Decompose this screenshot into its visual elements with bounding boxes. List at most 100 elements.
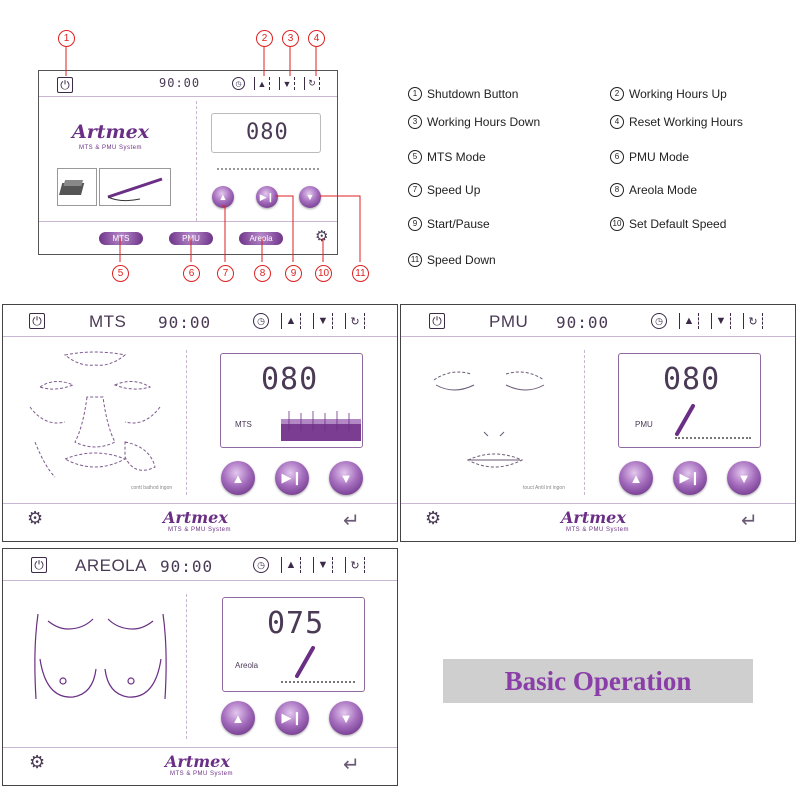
basic-operation-banner: Basic Operation: [443, 659, 753, 703]
power-icon[interactable]: ⏻: [31, 557, 47, 573]
callout-6: 6: [183, 265, 200, 282]
pmu-dots: [675, 437, 751, 439]
callout-2: 2: [256, 30, 273, 47]
gear-icon[interactable]: ⚙: [425, 508, 442, 528]
clock-icon: ◷: [651, 313, 667, 329]
areola-start-pause-button[interactable]: ▶❙: [275, 701, 309, 735]
pmu-speed-down-button[interactable]: ▼: [727, 461, 761, 495]
power-icon[interactable]: ⏻: [29, 313, 45, 329]
pen-image: [99, 168, 171, 206]
mts-divider: [186, 350, 187, 495]
hours-down-button[interactable]: ▼: [313, 557, 333, 573]
areola-divider: [186, 594, 187, 739]
mts-speed-display: 080 MTS: [220, 353, 363, 448]
eyes-lips-image: [426, 360, 566, 480]
pen-icon: [669, 402, 699, 438]
clock-icon: ◷: [253, 313, 269, 329]
torso-outline-image: [28, 609, 173, 704]
areola-mode-label: Areola: [235, 661, 259, 670]
hours-down-button[interactable]: ▼: [279, 77, 295, 90]
power-icon[interactable]: ⏻: [429, 313, 445, 329]
gear-icon[interactable]: ⚙: [27, 508, 44, 528]
callout-8: 8: [254, 265, 271, 282]
overview-timer: 90:00: [159, 76, 201, 90]
areola-speed-up-button[interactable]: ▲: [221, 701, 255, 735]
overview-speed-up-button[interactable]: ▲: [212, 186, 234, 208]
overview-speed-dots: [217, 168, 319, 170]
pmu-speed-up-button[interactable]: ▲: [619, 461, 653, 495]
overview-start-pause-button[interactable]: ▶❙: [256, 186, 278, 208]
reset-hours-button[interactable]: ↻: [743, 313, 763, 329]
overview-screen: ⏻ 90:00 ◷ ▲ ▼ ↻ Artmex MTS & PMU System …: [38, 70, 338, 255]
clock-icon: ◷: [253, 557, 269, 573]
pmu-speed-value: 080: [663, 362, 721, 397]
hours-up-button[interactable]: ▲: [281, 313, 301, 329]
reset-hours-button[interactable]: ↻: [345, 557, 365, 573]
areola-brand-subtitle: MTS & PMU System: [170, 771, 234, 777]
reset-hours-button[interactable]: ↻: [345, 313, 365, 329]
gear-icon[interactable]: ⚙: [315, 228, 329, 245]
pmu-screen: ⏻ PMU 90:00 ◷ ▲ ▼ ↻ touct Antil int ingo…: [400, 304, 796, 542]
hours-up-button[interactable]: ▲: [281, 557, 301, 573]
mts-speed-down-button[interactable]: ▼: [329, 461, 363, 495]
areola-screen: ⏻ AREOLA 90:00 ◷ ▲ ▼ ↻ 075 Areola ▲ ▶❙: [2, 548, 398, 786]
mts-speed-up-button[interactable]: ▲: [221, 461, 255, 495]
callout-1: 1: [58, 30, 75, 47]
areola-speed-value: 075: [267, 606, 325, 641]
brand-logo: Artmex: [72, 121, 150, 143]
pmu-topbar: [401, 305, 795, 337]
mts-timer: 90:00: [158, 313, 212, 332]
gear-icon[interactable]: ⚙: [29, 752, 46, 772]
mts-caption: contt bathod ingon: [131, 485, 173, 491]
pmu-brand-logo: Artmex: [561, 508, 626, 527]
pmu-mode-button[interactable]: PMU: [169, 232, 213, 245]
mts-mode-label: MTS: [235, 420, 252, 429]
back-arrow-icon[interactable]: ↵: [741, 510, 758, 532]
areola-timer: 90:00: [160, 557, 214, 576]
areola-brand-logo: Artmex: [165, 752, 230, 771]
areola-speed-down-button[interactable]: ▼: [329, 701, 363, 735]
mts-title: MTS: [89, 312, 127, 331]
back-arrow-icon[interactable]: ↵: [343, 754, 360, 776]
clock-icon: ◷: [232, 77, 245, 90]
areola-title: AREOLA: [75, 556, 147, 575]
callout-9: 9: [285, 265, 302, 282]
areola-mode-button[interactable]: Areola: [239, 232, 283, 245]
pmu-caption: touct Antil int ingon: [523, 485, 565, 491]
hours-up-button[interactable]: ▲: [679, 313, 699, 329]
mts-mode-button[interactable]: MTS: [99, 232, 143, 245]
back-arrow-icon[interactable]: ↵: [343, 510, 360, 532]
pmu-mode-label: PMU: [635, 420, 653, 429]
callout-4: 4: [308, 30, 325, 47]
callout-11: 11: [352, 265, 369, 282]
pmu-brand-subtitle: MTS & PMU System: [566, 527, 630, 533]
reset-hours-button[interactable]: ↻: [304, 77, 320, 90]
mts-brand-logo: Artmex: [163, 508, 228, 527]
overview-speed-value: 080: [246, 120, 289, 145]
overview-speed-display: 080: [211, 113, 321, 153]
overview-speed-down-button[interactable]: ▼: [299, 186, 321, 208]
hours-down-button[interactable]: ▼: [711, 313, 731, 329]
callout-3: 3: [282, 30, 299, 47]
overview-topbar: [39, 71, 337, 97]
hours-up-button[interactable]: ▲: [254, 77, 270, 90]
pmu-title: PMU: [489, 312, 529, 331]
brand-subtitle: MTS & PMU System: [79, 145, 143, 151]
footpedal-image: [57, 168, 97, 206]
power-icon[interactable]: ⏻: [57, 77, 73, 93]
overview-bottom-line: [39, 221, 337, 222]
mts-start-pause-button[interactable]: ▶❙: [275, 461, 309, 495]
mts-skin-graphic: [281, 411, 361, 441]
pmu-start-pause-button[interactable]: ▶❙: [673, 461, 707, 495]
mts-brand-subtitle: MTS & PMU System: [168, 527, 232, 533]
hours-down-button[interactable]: ▼: [313, 313, 333, 329]
pmu-timer: 90:00: [556, 313, 610, 332]
